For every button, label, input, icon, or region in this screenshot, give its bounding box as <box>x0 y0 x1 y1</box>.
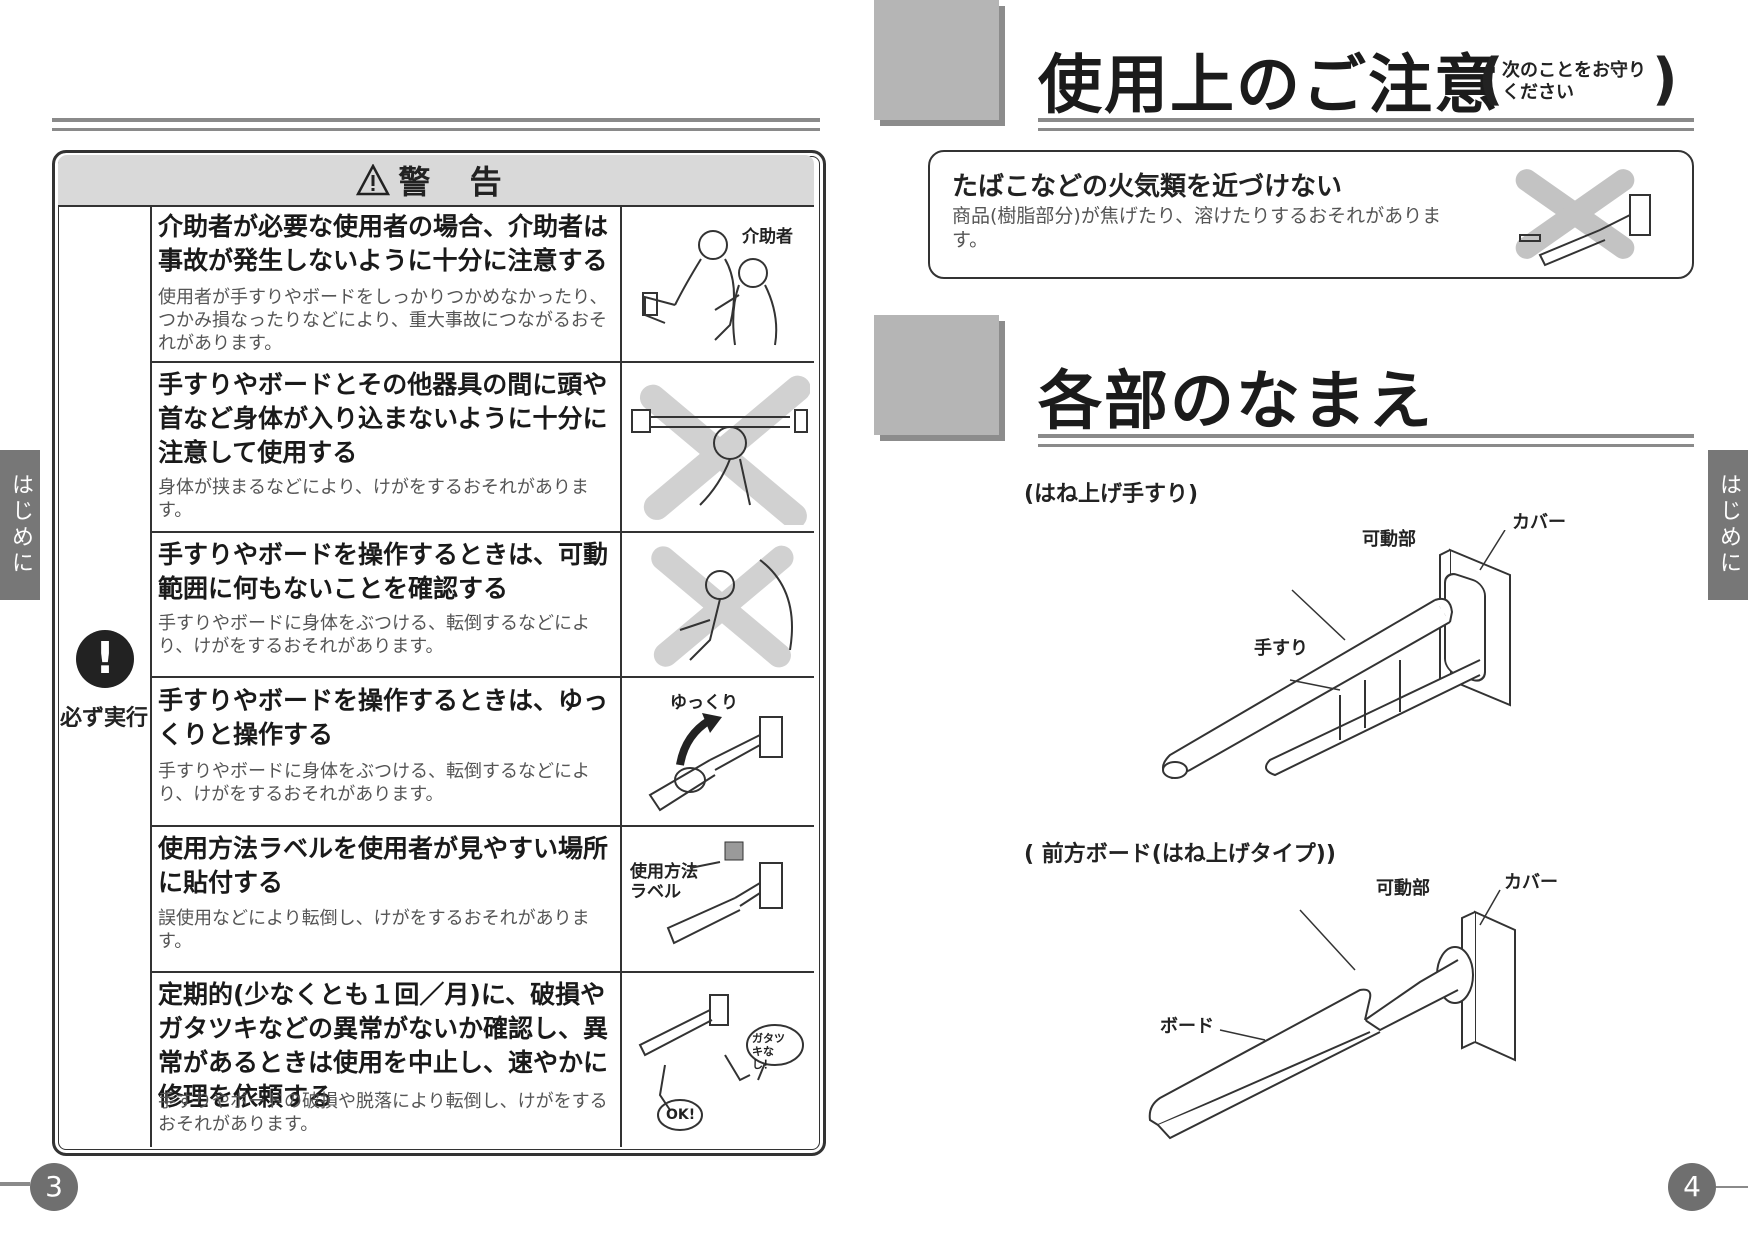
ok-label: OK! <box>666 1107 696 1123</box>
warning-row-title: 介助者が必要な使用者の場合、介助者は事故が発生しないように十分に注意する <box>158 212 609 275</box>
usage-label-tag: 使用方法ラベル <box>630 862 698 902</box>
trapped-head-illustration <box>631 375 810 525</box>
warning-row-body: 手すりやボードに身体をぶつける、転倒するなどにより、けがをするおそれがあります。 <box>158 613 590 657</box>
heading-precautions-note-text: 次のことをお守りください <box>1502 60 1646 103</box>
row-divider <box>150 676 814 678</box>
caution-title: たばこなどの火気類を近づけない <box>952 172 1343 202</box>
swing-range-illustration <box>651 545 794 668</box>
page-number-rule <box>1716 1186 1748 1188</box>
slowly-label: ゆっくり <box>670 693 738 713</box>
caregiver-label: 介助者 <box>742 227 793 247</box>
warning-row-body: 身体が挟まるなどにより、けがをするおそれがあります。 <box>158 477 589 521</box>
warning-row-title: 手すりやボードを操作するときは、ゆっくりと操作する <box>158 686 609 749</box>
warning-triangle-icon <box>356 164 391 196</box>
row-divider <box>150 825 814 827</box>
diagram-1-caption: (はね上げ手すり) <box>1024 482 1199 507</box>
warning-row-title: 手すりやボードとその他器具の間に頭や首など身体が入り込まないように十分に注意して… <box>158 370 608 467</box>
label-cover: カバー <box>1504 872 1558 893</box>
warning-row-title: 手すりやボードを操作するときは、可動範囲に何もないことを確認する <box>158 540 609 603</box>
heading-precautions-note: ( <box>1478 47 1504 112</box>
no-fire-illustration <box>1515 169 1651 267</box>
page-number: 4 <box>1668 1163 1716 1211</box>
side-tab-intro: はじめに <box>0 450 40 600</box>
inspection-illustration <box>638 994 804 1131</box>
heading-precautions: 使用上のご注意 <box>1038 49 1500 123</box>
warning-row-title: 定期的(少なくとも１回／月)に、破損やガタツキなどの異常がないか確認し、異常があ… <box>158 980 609 1111</box>
caution-body: 商品(樹脂部分)が焦げたり、溶けたりするおそれがあります。 <box>952 205 1442 251</box>
label-placement-illustration <box>666 841 783 945</box>
diagram-2-caption: ( 前方ボード(はね上げタイプ)) <box>1024 842 1336 867</box>
label-movable-part: 可動部 <box>1376 878 1430 899</box>
section-marker <box>874 315 999 435</box>
warning-row-body: 誤使用などにより転倒し、けがをするおそれがあります。 <box>158 908 590 952</box>
heading-precautions-note-close: ) <box>1652 47 1678 112</box>
section-marker <box>874 0 999 120</box>
warning-row-body: 手すりやボードに身体をぶつける、転倒するなどにより、けがをするおそれがあります。 <box>158 761 590 805</box>
caution-box <box>928 150 1694 279</box>
label-rail: 手すり <box>1254 638 1308 659</box>
no-wobble-label: ガタツキなし！ <box>752 1032 785 1071</box>
caregiver-illustration <box>642 230 778 346</box>
row-divider <box>150 971 814 973</box>
side-tab-intro: はじめに <box>1708 450 1748 600</box>
exclamation-icon: ! <box>76 630 134 688</box>
label-cover: カバー <box>1512 512 1566 533</box>
slow-operation-illustration <box>648 713 783 812</box>
page-number: 3 <box>30 1163 78 1211</box>
row-divider <box>150 531 814 533</box>
front-board-diagram <box>1148 889 1516 1140</box>
heading-part-names: 各部のなまえ <box>1038 365 1434 439</box>
top-rule-right <box>1038 118 1694 131</box>
warning-row-title: 使用方法ラベルを使用者が見やすい場所に貼付する <box>158 834 609 897</box>
warning-box <box>52 150 826 1156</box>
label-movable-part: 可動部 <box>1362 529 1416 550</box>
flip-up-rail-diagram <box>1162 530 1511 780</box>
must-do-label: 必ず実行 <box>60 706 149 731</box>
label-board: ボード <box>1160 1016 1214 1037</box>
warning-row-body: 使用者が手すりやボードをしっかりつかめなかったり、つかみ損なったりなどにより、重… <box>158 287 608 354</box>
warning-row-body: 手すりやボードの破損や脱落により転倒し、けがをするおそれがあります。 <box>158 1091 608 1135</box>
row-divider <box>150 361 814 363</box>
warning-title: 警 告 <box>398 163 516 201</box>
warning-header: 警 告 <box>58 155 814 207</box>
bottom-rule-left <box>0 1182 30 1186</box>
mid-rule-right <box>1038 434 1694 447</box>
top-rule-left <box>52 118 820 131</box>
